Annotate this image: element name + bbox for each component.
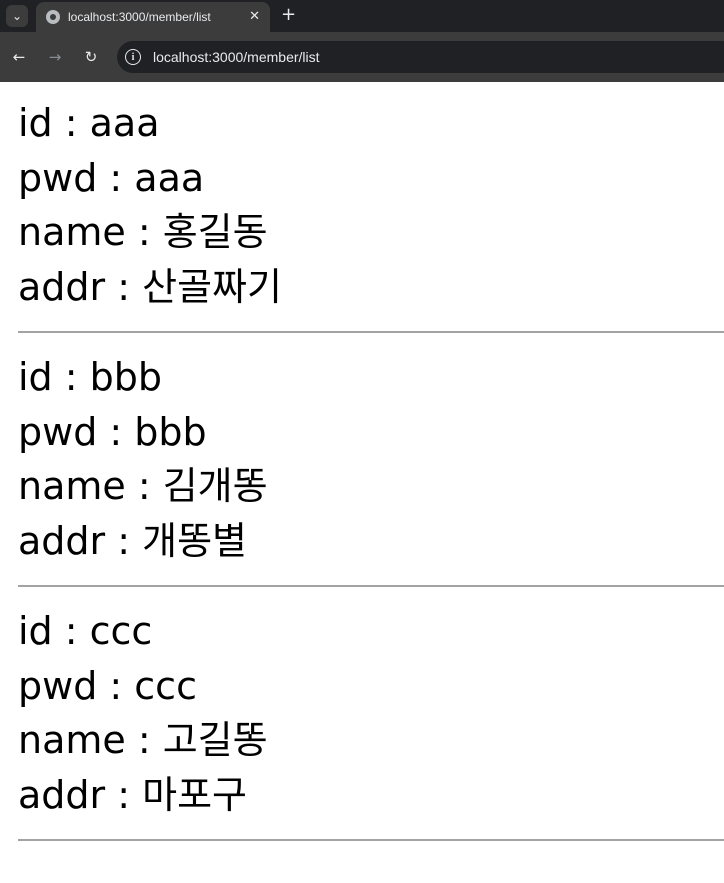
member-id: id : bbb xyxy=(18,355,163,399)
address-bar[interactable]: i localhost:3000/member/list xyxy=(117,41,724,73)
member-pwd: pwd : ccc xyxy=(18,663,197,708)
member-pwd: pwd : bbb xyxy=(18,409,207,454)
browser-toolbar: ← → ↻ i localhost:3000/member/list xyxy=(0,32,724,82)
member-id: id : ccc xyxy=(18,609,153,653)
tab-title: localhost:3000/member/list xyxy=(68,10,211,24)
member-addr: addr : 개똥별 xyxy=(18,518,247,563)
divider xyxy=(18,839,724,841)
member-name: name : 고길똥 xyxy=(18,718,268,762)
member-entry: id : bbb pwd : bbb name : 김개똥 addr : 개똥별 xyxy=(18,350,724,568)
info-icon[interactable]: i xyxy=(125,49,141,65)
tab-search-button[interactable]: ⌄ xyxy=(6,5,28,27)
member-name: name : 김개똥 xyxy=(18,464,268,508)
member-id: id : aaa xyxy=(18,101,160,145)
divider xyxy=(18,331,724,333)
reload-button[interactable]: ↻ xyxy=(84,48,98,66)
member-entry: id : aaa pwd : aaa name : 홍길동 addr : 산골짜… xyxy=(18,96,724,314)
url-text[interactable]: localhost:3000/member/list xyxy=(153,49,320,65)
close-tab-icon[interactable]: ✕ xyxy=(249,9,260,24)
member-name: name : 홍길동 xyxy=(18,210,268,254)
page-content: id : aaa pwd : aaa name : 홍길동 addr : 산골짜… xyxy=(0,82,724,841)
member-entry: id : ccc pwd : ccc name : 고길똥 addr : 마포구 xyxy=(18,604,724,822)
member-pwd: pwd : aaa xyxy=(18,155,205,200)
forward-button[interactable]: → xyxy=(48,48,62,66)
divider xyxy=(18,585,724,587)
active-tab[interactable]: localhost:3000/member/list ✕ xyxy=(36,2,270,32)
member-addr: addr : 산골짜기 xyxy=(18,264,282,309)
globe-icon xyxy=(46,10,60,24)
back-button[interactable]: ← xyxy=(12,48,26,66)
tab-bar: ⌄ localhost:3000/member/list ✕ + xyxy=(0,0,724,32)
browser-chrome: ⌄ localhost:3000/member/list ✕ + ← → ↻ i… xyxy=(0,0,724,82)
member-addr: addr : 마포구 xyxy=(18,772,247,817)
new-tab-button[interactable]: + xyxy=(281,4,297,25)
